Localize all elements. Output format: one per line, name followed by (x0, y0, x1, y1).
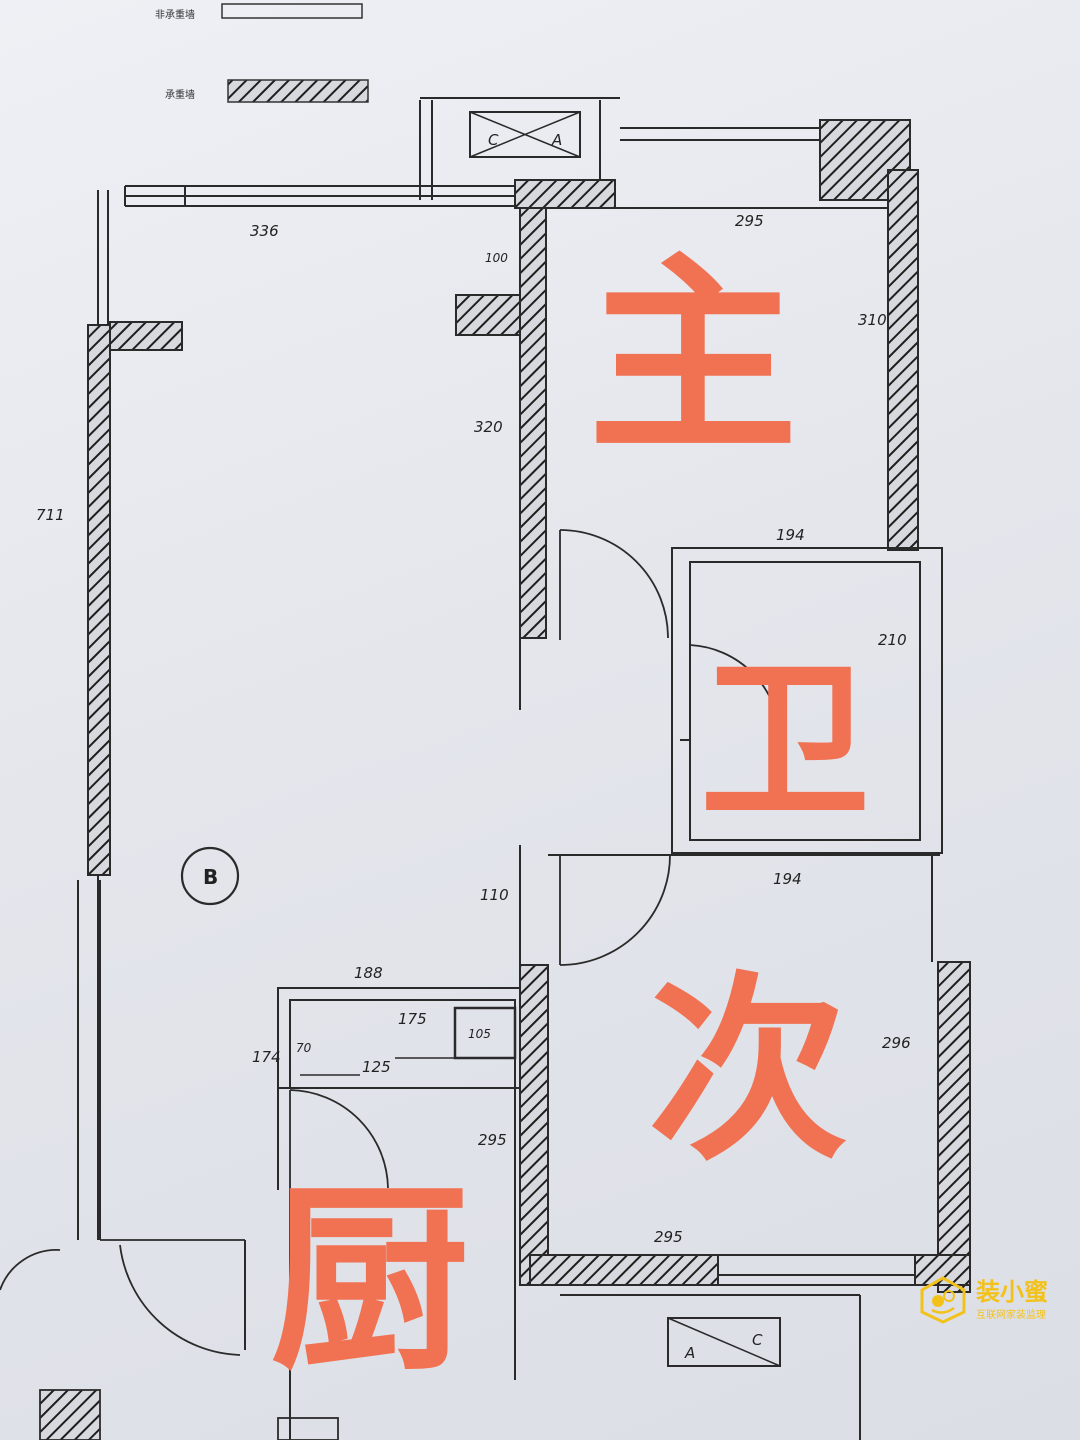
kitchen-door (289, 1089, 389, 1190)
legend: 非承重墙 承重墙 (155, 3, 369, 103)
dim-second-top: 194 (773, 870, 802, 888)
dim-bath-top: 194 (776, 526, 805, 544)
dim-door-gap: 110 (480, 886, 509, 904)
brand-name: 装小蜜 (976, 1278, 1048, 1306)
room-label-master: 主 (588, 235, 798, 480)
dim-master-top: 295 (735, 212, 764, 230)
ac-top-right-label: A (551, 131, 562, 149)
ac-bottom-left-label: A (684, 1344, 695, 1362)
axis-marker-label: B (203, 865, 218, 889)
second-bedroom-walls (519, 845, 971, 1293)
bathroom-door (689, 644, 781, 740)
room-label-kitchen: 厨 (270, 1165, 470, 1398)
ac-bottom-right-label: C (752, 1331, 763, 1349)
dim-kitchen-inner: 175 (398, 1010, 427, 1028)
brand-subtitle: 互联网家装监理 (976, 1310, 1046, 1321)
bee-hexagon-icon (920, 1276, 966, 1324)
kitchen-walls (244, 987, 521, 1440)
west-wall (77, 190, 183, 1240)
second-door (559, 854, 671, 966)
dim-kitchen-top: 188 (354, 964, 383, 982)
living-balcony (124, 97, 620, 207)
axis-marker: B (180, 846, 240, 906)
dim-living-top: 336 (250, 222, 279, 240)
ac-unit-top: C A (469, 111, 581, 158)
dim-step: 100 (485, 251, 508, 265)
room-annotations: 主 卫 次 厨 (270, 235, 870, 1398)
dim-bath-right: 210 (878, 631, 907, 649)
dim-kitchen-105: 105 (468, 1027, 491, 1041)
dim-kitchen-125: 125 (362, 1058, 391, 1076)
ac-unit-bottom: A C (560, 1294, 861, 1440)
dim-kitchen-right: 295 (478, 1131, 507, 1149)
entry-door (0, 1239, 339, 1440)
brand-watermark: 装小蜜 互联网家装监理 (918, 1270, 1068, 1330)
legend-nonbearing-swatch (221, 3, 363, 19)
dim-kitchen-70: 70 (296, 1041, 312, 1055)
room-label-second: 次 (648, 955, 848, 1188)
room-label-bath: 卫 (700, 643, 870, 841)
legend-label-nonbearing: 非承重墙 (155, 8, 195, 21)
legend-bearing-swatch (227, 79, 369, 103)
dimension-annotations: 336 711 295 310 320 100 194 210 194 296 … (36, 212, 911, 1246)
dim-second-bottom: 295 (654, 1228, 683, 1246)
master-bedroom-walls (455, 100, 919, 710)
ac-top-left-label: C (488, 131, 499, 149)
dim-kitchen-side: 174 (252, 1048, 281, 1066)
dim-second-right: 296 (882, 1034, 911, 1052)
master-door (559, 529, 669, 640)
dim-living-left: 711 (36, 506, 65, 524)
dim-master-right: 310 (858, 311, 887, 329)
dim-master-left: 320 (474, 418, 503, 436)
legend-label-bearing: 承重墙 (165, 88, 195, 101)
